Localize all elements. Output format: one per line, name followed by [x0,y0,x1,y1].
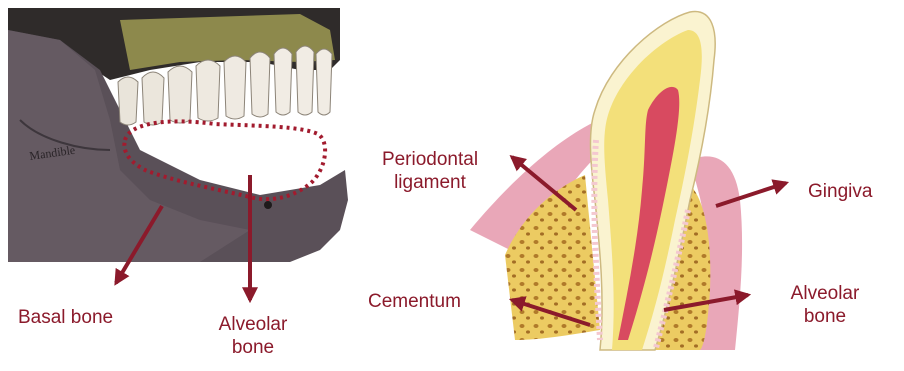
alveolar-bone-left-label: Alveolar bone [198,313,308,359]
gingiva-label: Gingiva [808,180,872,203]
alveolar-bone-left-line1: Alveolar [198,313,308,336]
periodontal-line1: Periodontal [355,148,505,171]
mandible-illustration: Mandible [8,8,348,262]
basal-bone-label: Basal bone [18,306,113,329]
cementum-label: Cementum [368,290,461,313]
periodontal-line2: ligament [355,171,505,194]
alveolar-bone-right-line2: bone [770,305,880,328]
alveolar-bone-right-line1: Alveolar [770,282,880,305]
periodontal-ligament-label: Periodontal ligament [355,148,505,194]
tooth-cross-section [470,12,742,350]
alveolar-bone-right-label: Alveolar bone [770,282,880,328]
alveolar-bone-left-line2: bone [198,336,308,359]
